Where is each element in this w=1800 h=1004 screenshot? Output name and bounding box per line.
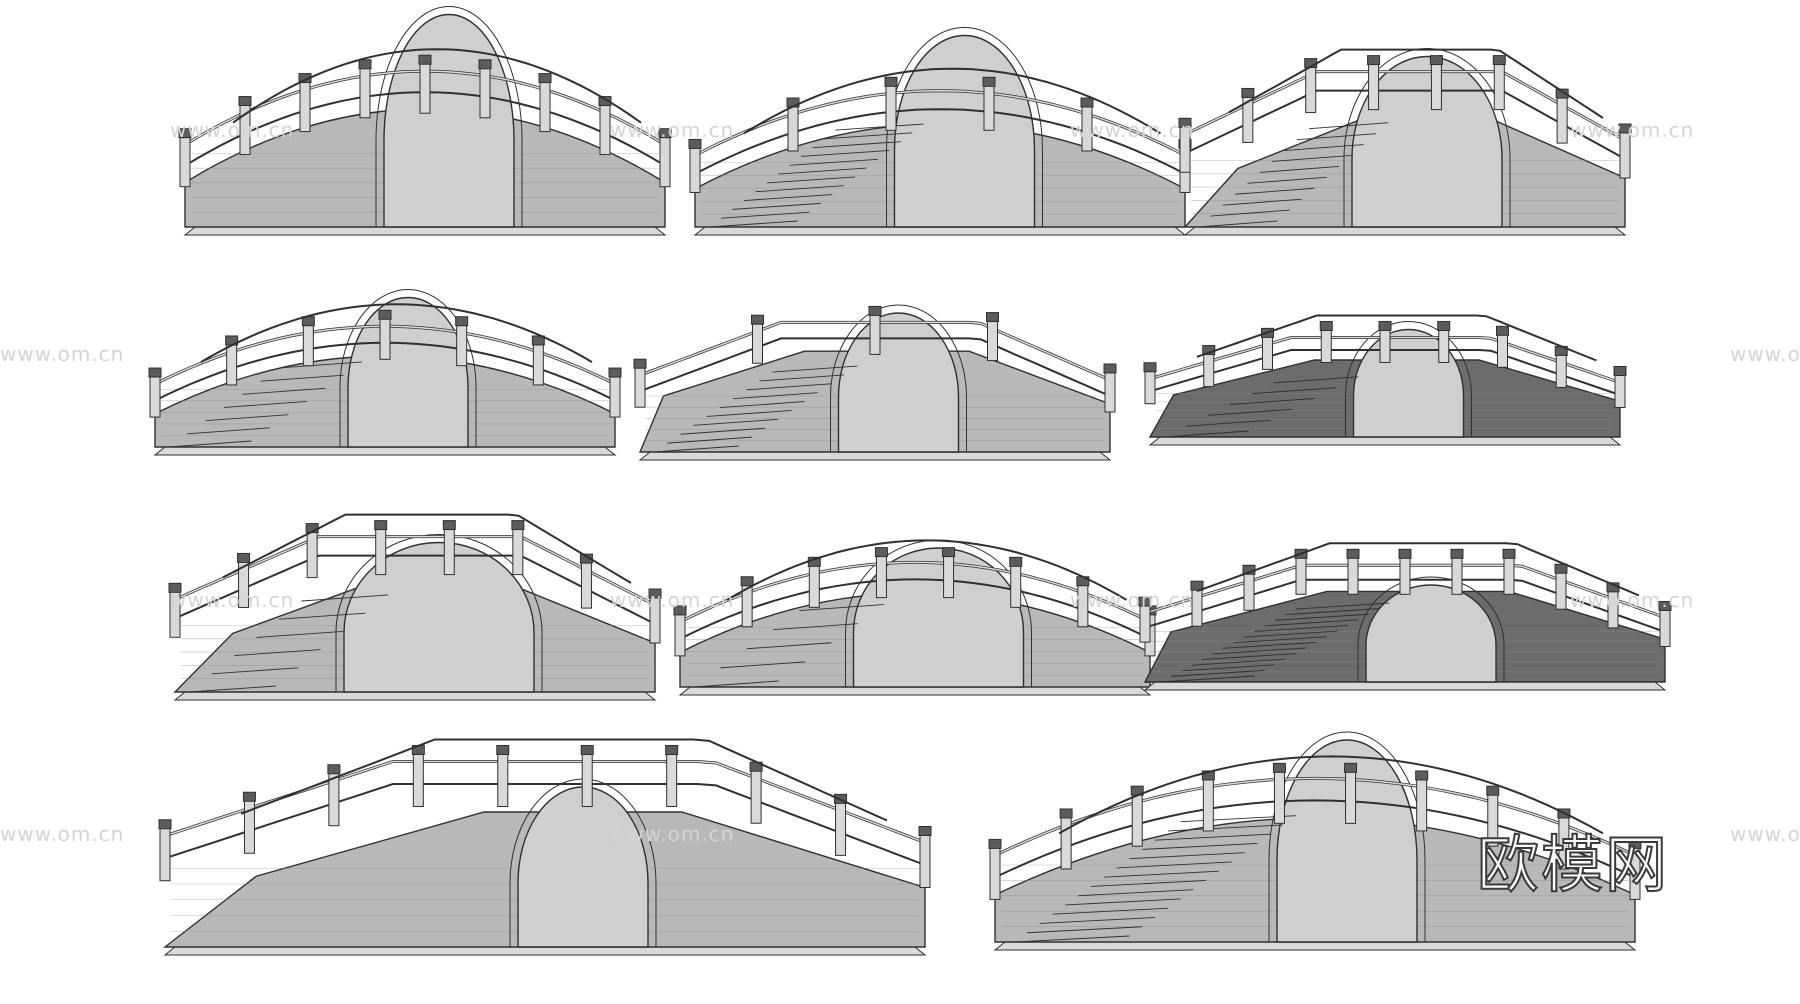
watermark: www.om.cn: [170, 118, 295, 142]
bridge-1: [178, 6, 672, 236]
bridge-9: [1138, 542, 1672, 691]
watermark: www.om.cn: [610, 118, 735, 142]
bridge-3: [1178, 48, 1632, 236]
watermark: www.om.cn: [0, 342, 125, 366]
bridge-10: [158, 738, 932, 956]
watermark: www.om.cn: [170, 588, 295, 612]
bridge-5: [633, 304, 1117, 461]
bridge-8: [673, 539, 1157, 696]
bridge-2: [688, 27, 1192, 236]
watermark: www.om.cn: [1070, 118, 1195, 142]
bridge-11: [988, 731, 1642, 951]
bridge-4: [148, 289, 622, 456]
site-logo: 欧模网: [1476, 827, 1670, 902]
watermark: www.om.cn: [1730, 822, 1800, 846]
bridge-7: [168, 513, 662, 701]
bridge-6: [1143, 314, 1627, 446]
watermark: www.om.cn: [1570, 588, 1695, 612]
watermark: www.om.cn: [610, 588, 735, 612]
watermark: www.om.cn: [610, 822, 735, 846]
watermark: www.om.cn: [0, 822, 125, 846]
watermark: www.om.cn: [1070, 588, 1195, 612]
watermark: www.om.cn: [1570, 118, 1695, 142]
watermark: www.om.cn: [1730, 342, 1800, 366]
